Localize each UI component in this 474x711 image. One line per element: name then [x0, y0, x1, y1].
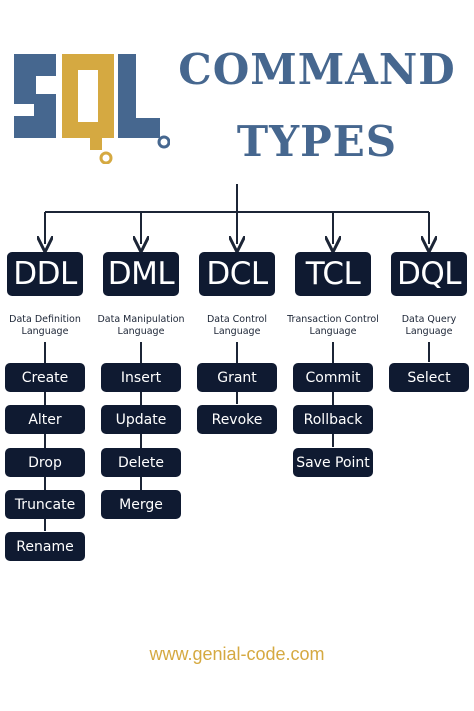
- category-ddl: DDL: [7, 252, 83, 296]
- command-rename: Rename: [5, 532, 85, 561]
- command-rollback: Rollback: [293, 405, 373, 434]
- category-dcl: DCL: [199, 252, 275, 296]
- command-commit: Commit: [293, 363, 373, 392]
- command-alter: Alter: [5, 405, 85, 434]
- command-drop: Drop: [5, 448, 85, 477]
- command-select: Select: [389, 363, 469, 392]
- command-insert: Insert: [101, 363, 181, 392]
- category-tcl: TCL: [295, 252, 371, 296]
- command-update: Update: [101, 405, 181, 434]
- title-line-2: TYPES: [236, 117, 398, 166]
- website-url: www.genial-code.com: [149, 644, 325, 664]
- sql-logo: [14, 54, 170, 164]
- command-create: Create: [5, 363, 85, 392]
- command-revoke: Revoke: [197, 405, 277, 434]
- category-dql: DQL: [391, 252, 467, 296]
- category-dml: DML: [103, 252, 179, 296]
- command-save-point: Save Point: [293, 448, 373, 477]
- title-line-1: COMMAND: [178, 45, 456, 94]
- command-merge: Merge: [101, 490, 181, 519]
- command-grant: Grant: [197, 363, 277, 392]
- command-delete: Delete: [101, 448, 181, 477]
- command-truncate: Truncate: [5, 490, 85, 519]
